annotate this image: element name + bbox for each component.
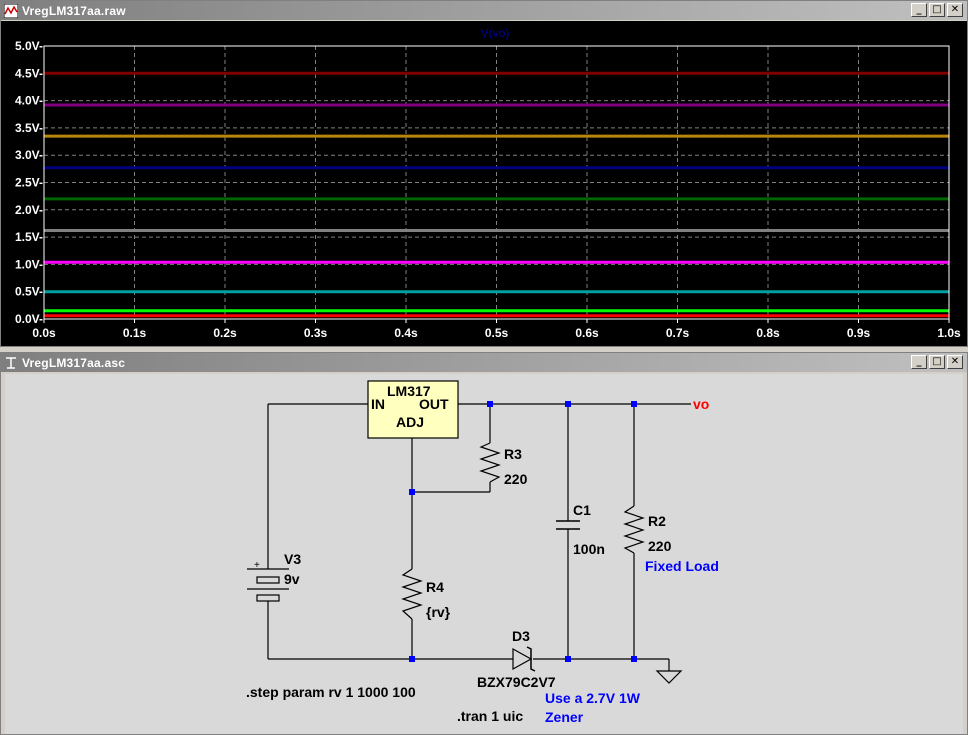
junction-nodes bbox=[409, 401, 637, 662]
y-tick-label: 2.5V- bbox=[15, 176, 43, 190]
r2-comment: Fixed Load bbox=[645, 558, 719, 574]
trace-lines bbox=[44, 71, 949, 318]
tran-directive[interactable]: .tran 1 uic bbox=[457, 708, 523, 724]
x-tick-label: 0.1s bbox=[123, 326, 147, 340]
lm317-in-pin: IN bbox=[371, 396, 385, 412]
c1-label: C1 bbox=[573, 502, 591, 518]
v3-value: 9v bbox=[284, 571, 300, 587]
y-tick-label: 3.0V- bbox=[15, 148, 43, 162]
r2-value: 220 bbox=[648, 538, 672, 554]
v3-plus-sign: + bbox=[254, 560, 260, 571]
step-directive[interactable]: .step param rv 1 1000 100 bbox=[246, 684, 416, 700]
y-tick-label: 3.5V- bbox=[15, 121, 43, 135]
ground-symbol bbox=[655, 659, 683, 684]
y-tick-label: 0.5V- bbox=[15, 285, 43, 299]
waveform-title-bar[interactable]: VregLM317aa.raw _ □ ✕ bbox=[1, 1, 967, 20]
schematic-window-title: VregLM317aa.asc bbox=[22, 355, 126, 370]
grid bbox=[44, 46, 949, 319]
x-tick-label: 1.0s bbox=[937, 326, 961, 340]
r4-label: R4 bbox=[426, 579, 444, 595]
x-tick-label: 0.6s bbox=[575, 326, 599, 340]
axis-ticks: 0.0s 0.1s 0.2s 0.3s 0.4s 0.5s 0.6s 0.7s 0.8s 0.9s… bbox=[15, 39, 961, 340]
wires bbox=[267, 403, 691, 660]
r3-value: 220 bbox=[504, 471, 528, 487]
minimize-button[interactable]: _ bbox=[911, 3, 927, 17]
net-label-vo[interactable]: vo bbox=[693, 396, 709, 412]
zener-comment-line1: Use a 2.7V 1W bbox=[545, 690, 641, 706]
schematic-app-icon bbox=[6, 356, 16, 369]
schematic-title-bar[interactable]: VregLM317aa.asc _ □ ✕ bbox=[1, 353, 967, 372]
y-tick-label: 5.0V- bbox=[15, 39, 43, 53]
y-tick-label: 1.0V- bbox=[15, 257, 43, 271]
r4-value: {rv} bbox=[426, 604, 451, 620]
x-tick-label: 0.8s bbox=[756, 326, 780, 340]
d3-label: D3 bbox=[512, 628, 530, 644]
resistor-r3[interactable]: R3 220 bbox=[479, 442, 528, 487]
maximize-button[interactable]: □ bbox=[929, 355, 945, 369]
close-button[interactable]: ✕ bbox=[947, 3, 963, 17]
zener-comment-line2: Zener bbox=[545, 709, 584, 725]
minimize-button[interactable]: _ bbox=[911, 355, 927, 369]
waveform-window-title: VregLM317aa.raw bbox=[22, 3, 126, 18]
capacitor-c1[interactable]: C1 100n bbox=[556, 502, 605, 557]
schematic-drawing[interactable]: LM317 IN OUT ADJ R3 220 R4 {rv} bbox=[1, 353, 959, 725]
x-tick-label: 0.5s bbox=[485, 326, 509, 340]
x-tick-label: 0.9s bbox=[847, 326, 871, 340]
lm317-out-pin: OUT bbox=[419, 396, 449, 412]
c1-value: 100n bbox=[573, 541, 605, 557]
x-tick-label: 0.2s bbox=[213, 326, 237, 340]
close-button[interactable]: ✕ bbox=[947, 355, 963, 369]
x-tick-label: 0.7s bbox=[666, 326, 690, 340]
lm317-regulator[interactable]: LM317 IN OUT ADJ bbox=[367, 380, 459, 439]
r2-label: R2 bbox=[648, 513, 666, 529]
y-tick-label: 1.5V- bbox=[15, 230, 43, 244]
y-tick-label: 4.5V- bbox=[15, 66, 43, 80]
x-tick-label: 0.4s bbox=[394, 326, 418, 340]
zener-diode-d3[interactable]: D3 BZX79C2V7 bbox=[477, 628, 556, 690]
resistor-r4[interactable]: R4 {rv} bbox=[401, 568, 451, 620]
waveform-window[interactable]: VregLM317aa.raw _ □ ✕ V(vo) 0.0s 0.1s 0.2s… bbox=[0, 0, 968, 347]
lm317-adj-pin: ADJ bbox=[396, 414, 424, 430]
r3-label: R3 bbox=[504, 446, 522, 462]
v3-label: V3 bbox=[284, 551, 301, 567]
waveform-app-icon bbox=[4, 3, 18, 18]
d3-value: BZX79C2V7 bbox=[477, 674, 556, 690]
y-tick-label: 2.0V- bbox=[15, 203, 43, 217]
voltage-source-v3[interactable]: + V3 9v bbox=[247, 551, 301, 602]
x-tick-label: 0.0s bbox=[32, 326, 56, 340]
schematic-canvas[interactable]: LM317 IN OUT ADJ R3 220 R4 {rv} bbox=[5, 374, 963, 734]
maximize-button[interactable]: □ bbox=[929, 3, 945, 17]
resistor-r2[interactable]: R2 220 Fixed Load bbox=[623, 505, 719, 574]
y-tick-label: 4.0V- bbox=[15, 94, 43, 108]
x-tick-label: 0.3s bbox=[304, 326, 328, 340]
schematic-window[interactable]: VregLM317aa.asc _ □ ✕ bbox=[0, 352, 968, 735]
y-tick-label: 0.0V- bbox=[15, 312, 43, 326]
lm317-name: LM317 bbox=[387, 383, 431, 399]
trace-name[interactable]: V(vo) bbox=[481, 26, 510, 40]
